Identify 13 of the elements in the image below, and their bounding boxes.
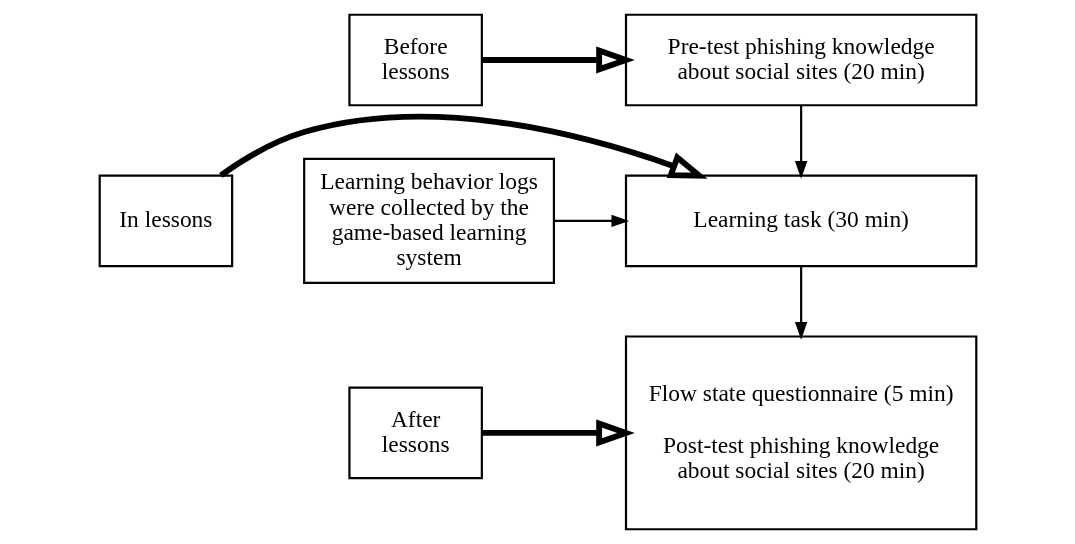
node-box: Learning task (30 min) — [624, 174, 977, 268]
node-box: Flow state questionnaire (5 min) Post-test phishing knowledge about social sites (20 min) — [624, 335, 977, 531]
node-box: Learning behavior logs were collected by the game-based learning system — [302, 157, 555, 284]
arrow — [481, 46, 635, 74]
arrow — [794, 266, 807, 340]
arrow — [553, 214, 629, 228]
arrow — [794, 105, 807, 179]
arrow — [481, 419, 635, 447]
node-box: After lessons — [347, 386, 483, 480]
node-box: Pre-test phishing knowledge about social sites (20 min) — [624, 13, 977, 107]
node-box: In lessons — [98, 174, 233, 268]
node-box: Before lessons — [347, 13, 483, 107]
arrow — [218, 113, 708, 179]
